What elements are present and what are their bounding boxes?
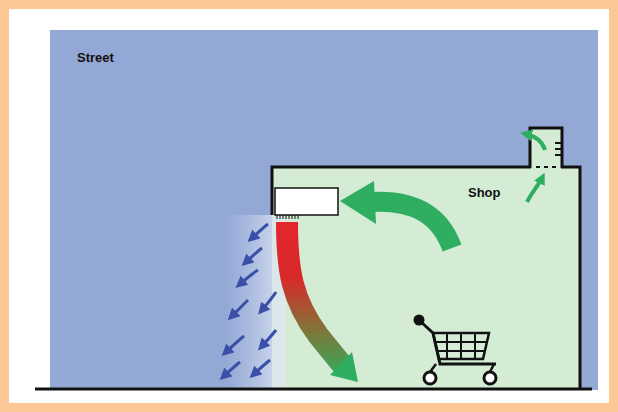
air-curtain-unit <box>275 188 338 215</box>
vent-louvres <box>555 143 562 155</box>
spill-air-arrow <box>226 336 244 352</box>
region-label: Shop <box>468 185 501 201</box>
street-region: StreetShop <box>50 30 598 390</box>
return-air-head <box>340 181 376 224</box>
spill-air-arrows <box>224 224 276 376</box>
shopping-cart <box>415 316 496 384</box>
shop-outline <box>272 128 580 389</box>
exhaust-out-arrow <box>526 134 545 150</box>
spill-air-arrow <box>262 292 276 310</box>
street-ground <box>50 30 598 390</box>
ground-line <box>35 388 592 391</box>
shop-interior <box>272 128 580 389</box>
spill-air-arrow <box>262 330 276 346</box>
spill-air-arrow <box>232 300 248 316</box>
spill-air-arrow <box>252 224 268 238</box>
region-label: Street <box>77 50 114 66</box>
air-mix-fog <box>225 215 285 389</box>
exhaust-arrow <box>527 178 542 202</box>
jet-arrowhead <box>330 352 358 382</box>
vent-opening <box>531 168 561 172</box>
spill-air-arrow <box>240 270 258 284</box>
spill-air-arrow <box>224 362 240 376</box>
shop-region: Shop <box>272 167 580 389</box>
air-curtain-jet <box>287 222 345 368</box>
vent-grille <box>536 166 556 168</box>
frame-inner <box>9 9 609 403</box>
unit-grille <box>277 215 298 219</box>
spill-air-arrow <box>246 248 262 262</box>
spill-air-arrow <box>254 360 270 374</box>
return-air-arrow <box>372 202 452 248</box>
